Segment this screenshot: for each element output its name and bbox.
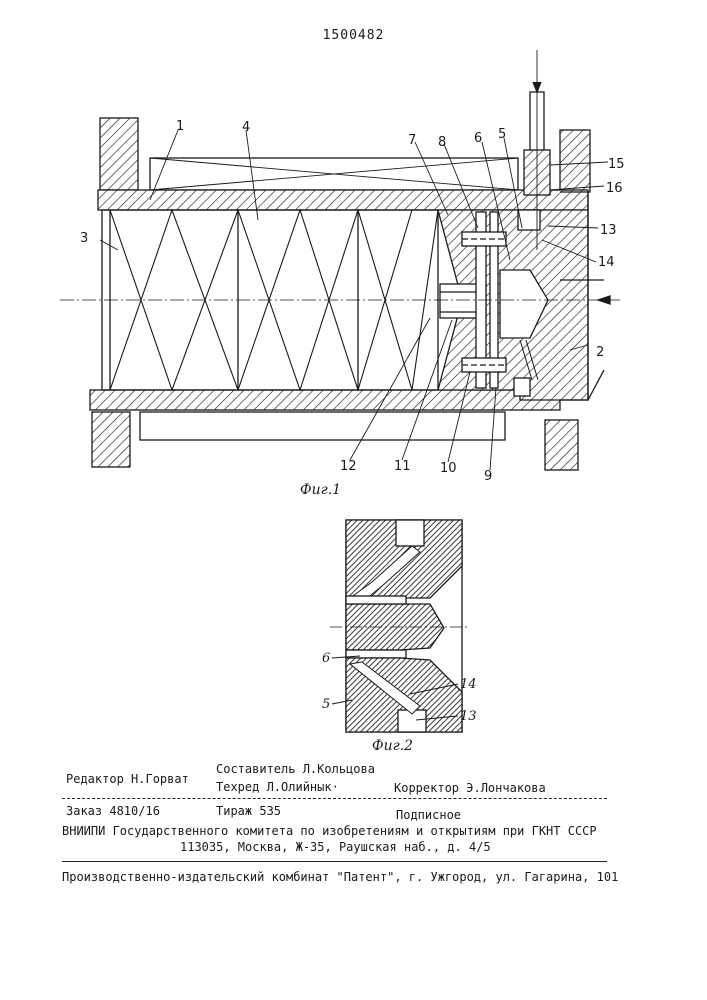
figure-2-caption: Фиг.2 [372,738,413,754]
tube-wall-bottom [90,390,560,410]
fig2-label-5: 5 [322,697,330,712]
left-flange-bottom [92,412,130,467]
technical-drawing: 1 4 3 7 8 6 5 15 16 13 14 2 12 11 10 9 Ф… [0,0,707,760]
fig1-label-14: 14 [598,255,615,270]
fig1-label-15: 15 [608,157,625,172]
fig2-label-13: 13 [460,709,477,724]
left-flange-top [100,118,138,190]
fig1-label-12: 12 [340,459,357,474]
fig1-label-13: 13 [600,223,617,238]
fig1-label-10: 10 [440,461,457,476]
figure-1-caption: Фиг.1 [300,482,341,498]
techred: Техред Л.Олийнык· [216,780,339,794]
fig1-label-9: 9 [484,469,492,484]
composer: Составитель Л.Кольцова [216,762,375,776]
fig1-label-16: 16 [606,181,623,196]
separator-rule [62,861,607,862]
subscription: Подписное [396,808,461,822]
publisher: Производственно-издательский комбинат "П… [62,870,618,884]
coil-bottom [140,412,505,440]
institute: ВНИИПИ Государственного комитета по изоб… [62,824,597,838]
figure-2 [330,520,470,732]
fig1-label-1: 1 [176,119,184,134]
circulation: Тираж 535 [216,804,281,818]
fig1-label-2: 2 [596,345,604,360]
fig1-label-4: 4 [242,120,250,135]
fig2-label-6: 6 [322,651,330,666]
corrector: Корректор Э.Лончакова [394,781,546,795]
separator-rule [62,798,607,799]
fig1-label-11: 11 [394,459,411,474]
fig1-label-3: 3 [80,231,88,246]
fig1-label-6: 6 [474,131,482,146]
fig2-label-14: 14 [460,677,477,692]
fig1-label-5: 5 [498,127,506,142]
figure-1 [60,50,620,470]
editor: Редактор Н.Горват [66,772,189,786]
order-number: Заказ 4810/16 [66,804,160,818]
right-flange-bottom [545,420,578,470]
tube-wall-top [98,190,588,210]
fig1-label-8: 8 [438,135,446,150]
fig1-label-7: 7 [408,133,416,148]
institute-address: 113035, Москва, Ж-35, Раушская наб., д. … [180,840,491,854]
right-flange-top [560,130,590,192]
